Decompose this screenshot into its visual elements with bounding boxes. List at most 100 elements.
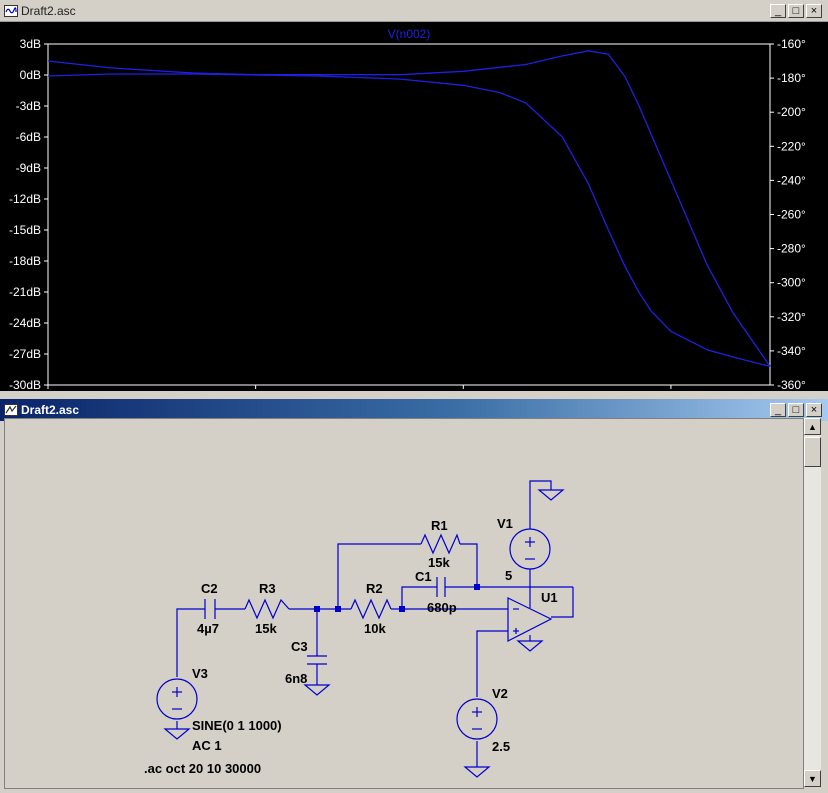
- right-axis-tick-label: -340°: [777, 344, 806, 358]
- label-c1-name: C1: [415, 569, 432, 584]
- label-c2-name: C2: [201, 581, 218, 596]
- left-axis-tick-label: -27dB: [9, 347, 41, 361]
- label-v3-ac: AC 1: [192, 738, 222, 753]
- plot-window: Draft2.asc _ □ × V(n002) 3dB 0dB -3dB -6dB -…: [0, 0, 828, 405]
- schematic-drawing[interactable]: R1 15k C1 680p V1 5 U1 C2 4µ7 R3 15k R2 …: [5, 419, 803, 788]
- close-button[interactable]: ×: [806, 403, 822, 417]
- capacitor-c1[interactable]: [436, 577, 446, 597]
- label-c2-value: 4µ7: [197, 621, 219, 636]
- close-button[interactable]: ×: [806, 4, 822, 18]
- voltage-source-v3[interactable]: [156, 678, 198, 720]
- right-axis-tick-label: -300°: [777, 276, 806, 290]
- label-v3-name: V3: [192, 666, 208, 681]
- junctions: [314, 584, 480, 612]
- left-axis-tick-label: -24dB: [9, 316, 41, 330]
- right-axis-tick-label: -280°: [777, 242, 806, 256]
- right-axis-tick-label: -260°: [777, 208, 806, 222]
- label-v2-value: 2.5: [492, 739, 510, 754]
- bode-plot[interactable]: V(n002) 3dB 0dB -3dB -6dB -9dB -12dB -15dB -18d…: [0, 22, 828, 405]
- close-icon: ×: [810, 4, 818, 17]
- right-axis-tick-label: -220°: [777, 139, 806, 153]
- left-axis-tick-label: -12dB: [9, 192, 41, 206]
- arrow-up-icon: ▲: [808, 421, 817, 432]
- maximize-icon: □: [792, 403, 800, 416]
- left-axis-tick-label: -30dB: [9, 378, 41, 391]
- scroll-down-button[interactable]: ▼: [804, 770, 821, 787]
- label-v2-name: V2: [492, 686, 508, 701]
- resistor-r2[interactable]: [350, 598, 392, 620]
- left-axis-tick-label: 0dB: [20, 68, 41, 82]
- minimize-button[interactable]: _: [770, 4, 786, 18]
- opamp-u1[interactable]: [507, 597, 553, 642]
- right-axis-tick-label: -180°: [777, 71, 806, 85]
- ground-icon: [303, 684, 331, 696]
- wires: [176, 480, 574, 767]
- schematic-window-controls: _ □ ×: [770, 403, 822, 417]
- ground-icon: [463, 766, 491, 778]
- schematic-window-titlebar[interactable]: Draft2.asc _ □ ×: [0, 399, 828, 421]
- schematic-canvas[interactable]: R1 15k C1 680p V1 5 U1 C2 4µ7 R3 15k R2 …: [4, 418, 804, 789]
- trace-label[interactable]: V(n002): [388, 27, 431, 41]
- label-c3-name: C3: [291, 639, 308, 654]
- plot-window-titlebar[interactable]: Draft2.asc _ □ ×: [0, 0, 828, 22]
- plot-frame: [47, 43, 771, 386]
- left-axis-tick-label: -18dB: [9, 254, 41, 268]
- maximize-icon: □: [792, 4, 800, 17]
- label-r2-value: 10k: [364, 621, 386, 636]
- left-axis-ticks: 3dB 0dB -3dB -6dB -9dB -12dB -15dB -18dB -21dB -2…: [9, 37, 48, 392]
- plot-area[interactable]: V(n002) 3dB 0dB -3dB -6dB -9dB -12dB -15dB -18d…: [0, 22, 828, 405]
- plot-window-title: Draft2.asc: [21, 3, 76, 18]
- label-r1-value: 15k: [428, 555, 450, 570]
- right-axis-tick-label: -240°: [777, 173, 806, 187]
- capacitor-c2[interactable]: [204, 599, 216, 619]
- label-v1-name: V1: [497, 516, 513, 531]
- left-axis-tick-label: -15dB: [9, 223, 41, 237]
- right-axis-tick-label: -320°: [777, 310, 806, 324]
- left-axis-tick-label: -21dB: [9, 285, 41, 299]
- arrow-down-icon: ▼: [808, 773, 817, 784]
- spice-directive[interactable]: .ac oct 20 10 30000: [144, 761, 261, 776]
- label-c3-value: 6n8: [285, 671, 307, 686]
- voltage-source-v1[interactable]: [509, 505, 551, 573]
- magnitude-trace: [47, 73, 771, 368]
- label-r1-name: R1: [431, 518, 448, 533]
- right-axis-tick-label: -360°: [777, 378, 806, 391]
- ground-icon: [516, 640, 544, 652]
- label-v3-value: SINE(0 1 1000): [192, 718, 282, 733]
- label-r2-name: R2: [366, 581, 383, 596]
- minimize-icon: _: [774, 4, 782, 17]
- ground-icon: [537, 489, 565, 501]
- resistor-r3[interactable]: [244, 598, 290, 620]
- plot-window-controls: _ □ ×: [770, 4, 822, 18]
- right-axis-tick-label: -160°: [777, 37, 806, 51]
- close-icon: ×: [810, 403, 818, 416]
- maximize-button[interactable]: □: [788, 4, 804, 18]
- label-c1-value: 680p: [427, 600, 457, 615]
- phase-trace: [47, 50, 771, 367]
- minimize-button[interactable]: _: [770, 403, 786, 417]
- voltage-source-v2[interactable]: [456, 698, 498, 740]
- traces: [47, 50, 771, 368]
- vertical-scrollbar[interactable]: ▲ ▼: [804, 418, 821, 787]
- minimize-icon: _: [774, 403, 782, 416]
- x-axis-ticks: 10Hz100Hz1KHz10KHz: [34, 385, 689, 405]
- schematic-app-icon: [4, 404, 18, 416]
- left-axis-tick-label: -3dB: [16, 99, 41, 113]
- schematic-window: Draft2.asc _ □ ×: [0, 396, 828, 793]
- left-axis-tick-label: -6dB: [16, 130, 41, 144]
- left-axis-tick-label: -9dB: [16, 161, 41, 175]
- waveform-app-icon: [4, 4, 18, 17]
- right-axis-ticks: -160° -180° -200° -220° -240° -260° -280° -300°…: [770, 37, 806, 392]
- schematic-window-title: Draft2.asc: [21, 403, 80, 417]
- capacitor-c3[interactable]: [307, 655, 327, 665]
- scroll-up-button[interactable]: ▲: [804, 418, 821, 435]
- label-v1-value: 5: [505, 568, 512, 583]
- resistor-r1[interactable]: [420, 533, 461, 555]
- ground-icon: [163, 728, 191, 740]
- maximize-button[interactable]: □: [788, 403, 804, 417]
- label-r3-name: R3: [259, 581, 276, 596]
- label-r3-value: 15k: [255, 621, 277, 636]
- left-axis-tick-label: 3dB: [20, 37, 41, 51]
- right-axis-tick-label: -200°: [777, 105, 806, 119]
- scroll-thumb[interactable]: [804, 437, 821, 467]
